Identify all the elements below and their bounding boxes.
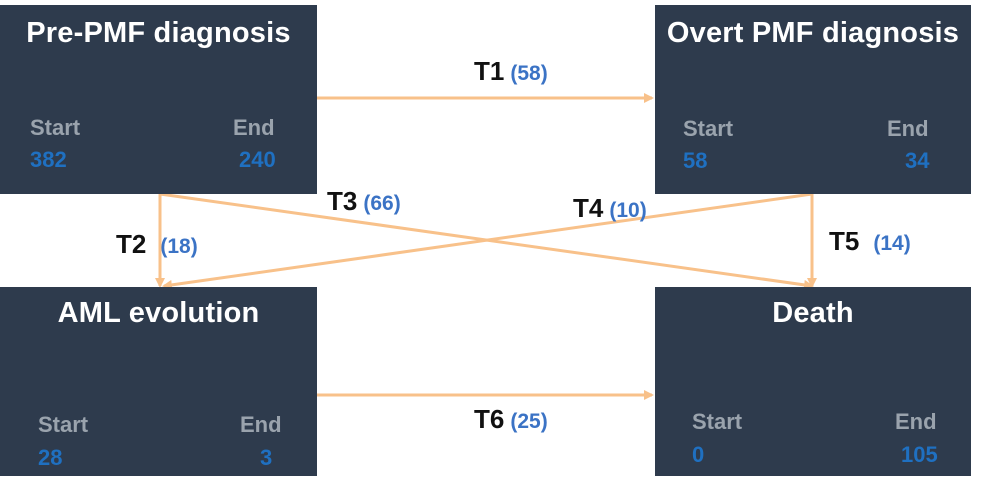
death-end-value: 105 — [901, 442, 938, 467]
aml-evolution-title: AML evolution — [57, 297, 260, 329]
transition-label-t4: T4(10) — [573, 193, 647, 224]
t2-count: (18) — [160, 235, 198, 258]
overt-pmf-title: Overt PMF diagnosis — [666, 17, 960, 49]
pre-pmf-title: Pre-PMF diagnosis — [26, 17, 291, 49]
death-box: Death Start 0 End 105 — [655, 287, 971, 476]
pre-pmf-start-value: 382 — [30, 147, 67, 172]
death-start-value: 0 — [692, 442, 705, 467]
t5-name: T5 — [829, 226, 860, 256]
overt-pmf-end-label: End — [887, 116, 929, 141]
t5-count: (14) — [873, 232, 911, 255]
arrow-t4 — [162, 192, 813, 290]
t4-name: T4 — [573, 193, 604, 223]
t2-name: T2 — [116, 229, 147, 259]
death-title: Death — [772, 297, 854, 329]
pre-pmf-start-label: Start — [30, 115, 81, 140]
aml-start-value: 28 — [38, 445, 63, 470]
transition-label-t2: T2 (18) — [116, 229, 198, 260]
t3-count: (66) — [363, 192, 401, 215]
t1-name: T1 — [474, 56, 505, 86]
death-end-label: End — [895, 409, 937, 434]
aml-evolution-box: AML evolution Start 28 End 3 — [0, 287, 317, 476]
death-start-label: Start — [692, 409, 743, 434]
pre-pmf-end-value: 240 — [239, 147, 276, 172]
aml-end-value: 3 — [260, 445, 273, 470]
aml-start-label: Start — [38, 412, 89, 437]
t1-count: (58) — [510, 62, 548, 85]
overt-pmf-box: Overt PMF diagnosis Start 58 End 34 — [655, 5, 971, 194]
t6-count: (25) — [510, 410, 548, 433]
transition-label-t5: T5 (14) — [829, 226, 911, 257]
transition-label-t1: T1(58) — [474, 56, 548, 87]
pre-pmf-end-label: End — [233, 115, 275, 140]
t6-name: T6 — [474, 404, 505, 434]
overt-pmf-start-value: 58 — [683, 148, 708, 173]
t4-count: (10) — [609, 199, 647, 222]
transition-label-t6: T6(25) — [474, 404, 548, 435]
transition-label-t3: T3(66) — [327, 186, 401, 217]
aml-end-label: End — [240, 412, 282, 437]
t3-name: T3 — [327, 186, 358, 216]
overt-pmf-end-value: 34 — [905, 148, 930, 173]
overt-pmf-start-label: Start — [683, 116, 734, 141]
pre-pmf-box: Pre-PMF diagnosis Start 382 End 240 — [0, 5, 317, 194]
